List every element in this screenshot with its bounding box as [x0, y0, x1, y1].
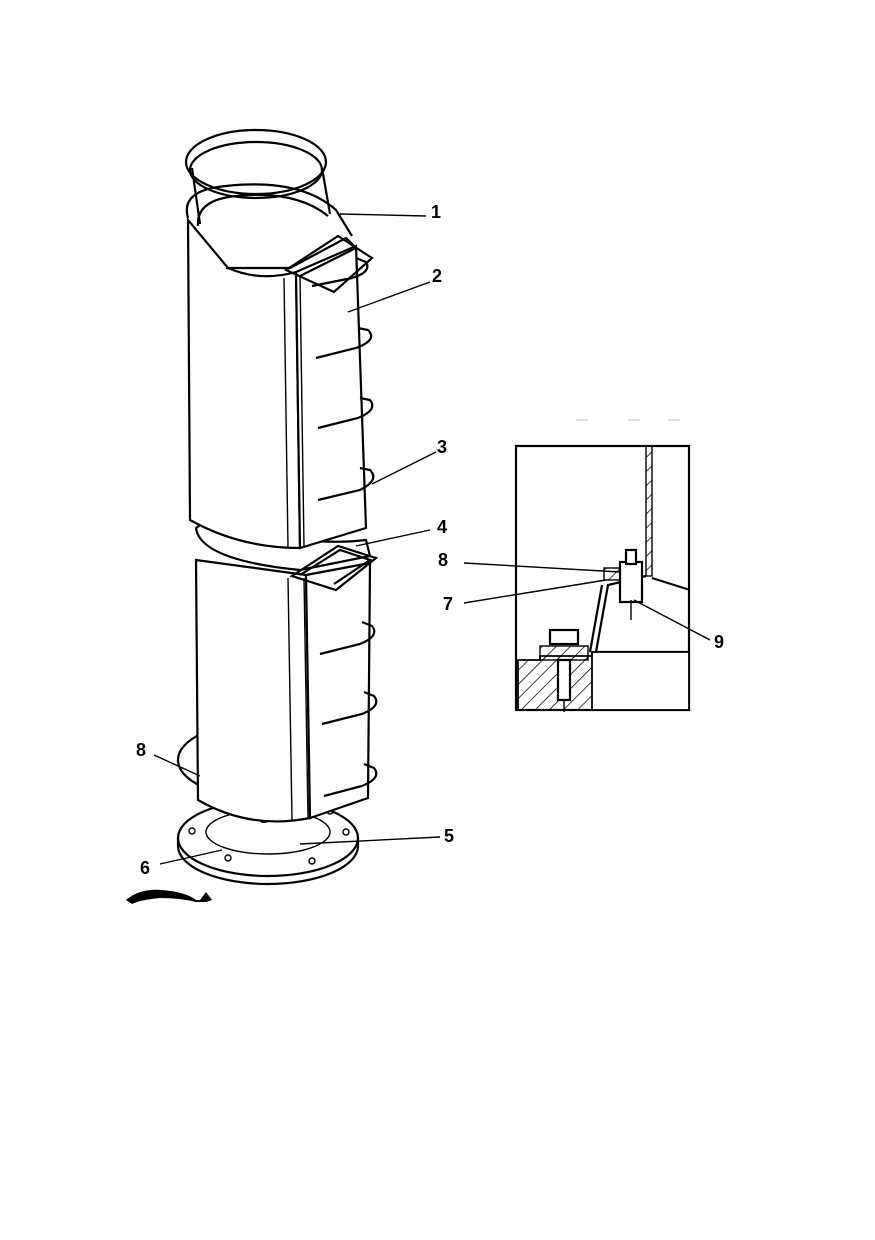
- callout-5: 5: [444, 826, 454, 846]
- upper-shell: [186, 216, 368, 550]
- callout-3: 3: [437, 437, 447, 457]
- cropped-mark: [126, 889, 212, 904]
- hook-brackets: [311, 256, 378, 798]
- callout-labels: 1 2 3 4 5 6 8 8 7 9: [136, 202, 724, 878]
- tube-assembly: [176, 128, 379, 886]
- callout-9: 9: [714, 632, 724, 652]
- callout-8-main: 8: [136, 740, 146, 760]
- leader-lines: [153, 213, 711, 865]
- detail-view: [514, 419, 691, 712]
- callout-1: 1: [431, 202, 441, 222]
- callout-2: 2: [432, 266, 442, 286]
- lower-shell: [194, 558, 372, 823]
- top-wire-ring: [184, 128, 374, 294]
- callout-6: 6: [140, 858, 150, 878]
- callout-4: 4: [437, 517, 447, 537]
- anchor-bolt: [539, 628, 589, 712]
- callout-8-detail: 8: [438, 550, 448, 570]
- base-flange: [176, 798, 360, 886]
- callout-7: 7: [443, 594, 453, 614]
